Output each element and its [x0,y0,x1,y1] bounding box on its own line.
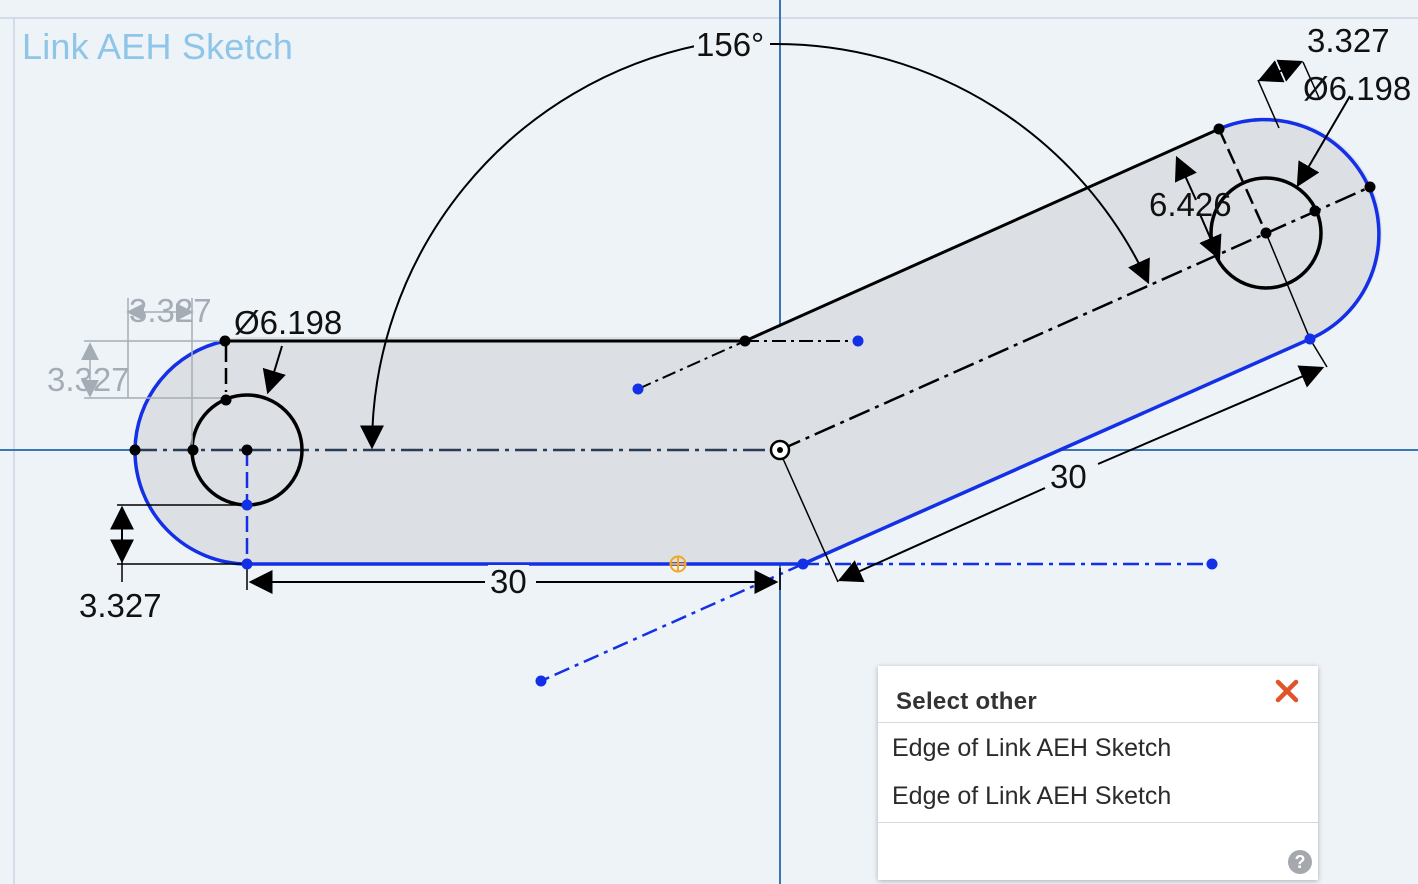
diameter-dimension-left[interactable]: Ø6.198 [234,304,343,341]
sketch-point[interactable] [1304,333,1316,345]
right-hole-circle[interactable] [1209,176,1323,290]
popup-title: Select other [896,688,1037,715]
sketch-point[interactable] [852,335,864,347]
sketch-point[interactable] [739,335,751,347]
sketch-point[interactable] [1206,558,1218,570]
dim-diameter-left-leader [262,345,286,395]
sketch-point[interactable] [1260,227,1272,239]
dim-diameter-right-leader [1296,95,1351,188]
sketch-point[interactable] [219,335,231,347]
diameter-dimension-right[interactable]: Ø6.198 [1303,70,1412,107]
sketch-title: Link AEH Sketch [22,26,294,67]
select-other-popup: Select other Edge of Link AEH Sketch Edg… [878,666,1318,880]
sketch-point[interactable] [241,499,253,511]
sketch-points-black[interactable] [129,123,1376,456]
radius-dimension-left[interactable]: 3.327 [79,587,162,624]
dim-right-line-1 [837,487,1046,583]
dim-radius-top-arrow [1257,59,1304,83]
close-icon[interactable] [1272,676,1302,706]
midpoint-marker[interactable] [669,555,687,573]
length-dimension-right[interactable]: 30 [1048,458,1089,495]
right-link-region[interactable] [747,117,1382,564]
right-radius-ext [1265,232,1311,340]
sketch-point[interactable] [1309,205,1321,217]
dim-right-ext-1 [779,451,839,583]
ghost-radius-dimension-left: 3.327 [47,361,130,398]
sketch-point[interactable] [1213,123,1225,135]
angle-arc-right [769,42,1150,285]
dim-radius-top-ext-2 [1302,61,1321,101]
offset-dimension[interactable]: 6.426 [1149,186,1232,223]
sketch-point[interactable] [187,444,199,456]
angle-arc-left [359,44,701,450]
right-bottom-edge[interactable] [802,337,1311,566]
radius-dimension-top-right[interactable]: 3.327 [1307,22,1390,59]
popup-list: Edge of Link AEH Sketch Edge of Link AEH… [878,724,1318,823]
list-item[interactable]: Edge of Link AEH Sketch [892,734,1172,762]
right-top-edge[interactable] [744,127,1220,343]
sketch-points-blue[interactable] [241,333,1316,687]
dim-offset-line-2 [1198,211,1222,261]
dim-offset-line-1 [1174,155,1197,201]
sketch-point[interactable] [129,444,141,456]
dim-radius-top-ext-1 [1257,79,1280,129]
right-radius-construction [1217,128,1268,234]
right-top-construction[interactable] [637,340,746,390]
angle-dimension-label[interactable]: 156° [694,26,767,63]
dim-right-line-2 [1097,365,1325,465]
sketch-point[interactable] [535,675,547,687]
sketch-point[interactable] [632,383,644,395]
right-centerline[interactable] [779,185,1371,452]
list-item[interactable]: Edge of Link AEH Sketch [892,782,1172,810]
sketch-point[interactable] [241,444,253,456]
sketch-point[interactable] [241,558,253,570]
popup-header: Select other [878,666,1318,723]
ghost-radius-dimension-top: 3.327 [129,292,212,329]
sketch-point[interactable] [220,394,232,406]
length-dimension-left[interactable]: 30 [488,563,529,600]
sketch-point[interactable] [797,558,809,570]
sketch-point[interactable] [1364,181,1376,193]
origin-point-dot [777,447,783,453]
help-icon[interactable]: ? [1288,850,1312,874]
